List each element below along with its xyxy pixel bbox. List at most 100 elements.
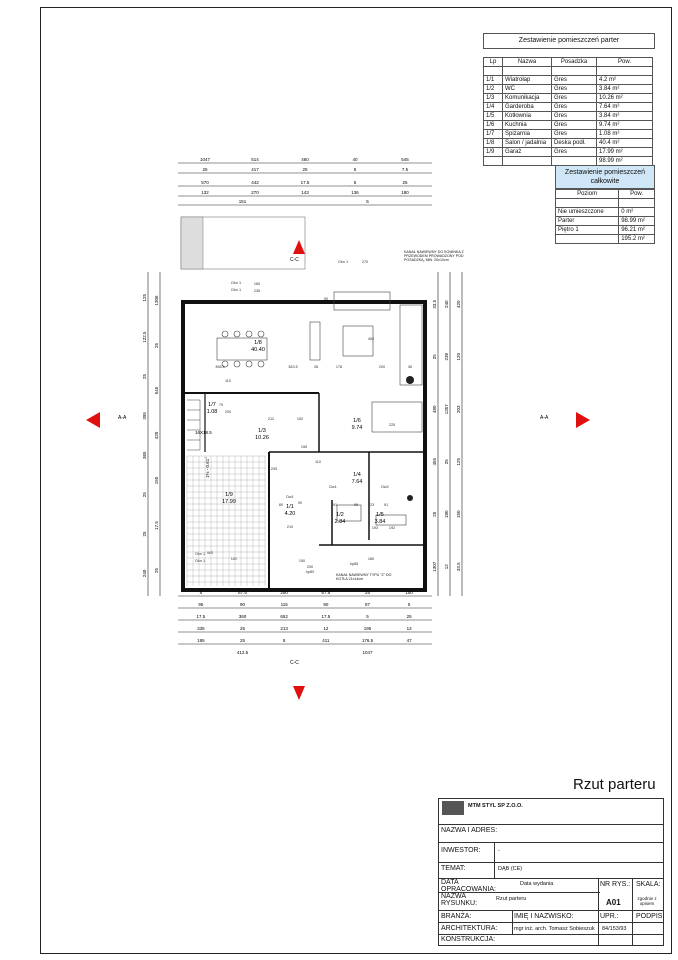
sheet-title: Rzut parteru (573, 776, 656, 793)
plan-annotation: 200 (225, 410, 231, 414)
plan-annotation: 70 (219, 403, 223, 407)
dimension-label: 420 (456, 300, 461, 308)
room-area-label: 17.99 (222, 499, 236, 505)
room-area-label: 9.74 (352, 425, 363, 431)
dimension-label: 545 (154, 386, 159, 394)
plan-annotation: 28 (314, 365, 318, 369)
table-cell (554, 234, 620, 244)
sheet-no-label: NR RYS.: (600, 881, 631, 888)
stairs-label: 16X18.5 (195, 430, 212, 435)
section-marker-a: A-A A-A (86, 412, 590, 428)
company-logo (442, 801, 464, 815)
plan-annotation: Okn 1 (231, 288, 241, 292)
dimension-label: 151 (239, 199, 247, 204)
plan-annotation: 180 (368, 557, 374, 561)
plan-annotation: hp85 (350, 562, 358, 566)
dimension-label: 17.5 (154, 521, 159, 530)
svg-text:A-A: A-A (118, 415, 127, 421)
room-id-label: 1/2 (336, 512, 344, 518)
sheet-frame (40, 7, 672, 954)
dimension-label: 125 (142, 293, 147, 301)
dimension-label: 417 (251, 167, 259, 172)
dimension-label: 95 (198, 602, 204, 607)
plan-annotation: 235 (254, 289, 260, 293)
dimension-label: 25 (407, 614, 413, 619)
dimension-label: 136 (351, 190, 359, 195)
architecture-person: mgr inż. arch. Tomasz Sobieszuk (514, 926, 595, 932)
dimension-label: 1357 (444, 404, 449, 415)
dimension-label: 195 (364, 626, 372, 631)
dimension-label: 67.5 (321, 590, 330, 595)
dimension-label: 25 (444, 459, 449, 465)
room-id-label: 1/1 (286, 504, 294, 510)
dimension-label: 514 (251, 157, 259, 162)
dimension-label: 240 (444, 300, 449, 308)
date-label: DATA OPRACOWANIA: (441, 879, 496, 893)
svg-text:A-A: A-A (540, 415, 549, 421)
dimension-label: 250 (280, 590, 288, 595)
room-table-title: Zestawienie pomieszczeń parter (483, 33, 655, 49)
dimension-label: 203 (456, 405, 461, 413)
plan-annotation: 160 (254, 282, 260, 286)
signature-label: PODPIS: (636, 913, 665, 920)
scale-label: SKALA: (636, 881, 661, 888)
dimension-label: 1307 (432, 561, 437, 572)
company-name: MTM STYL SP Z.O.O. (468, 803, 523, 809)
summary-table-title: Zestawienie pomieszczeń całkowite (555, 165, 655, 189)
plan-annotation: 205 (271, 467, 277, 471)
investor-value: - (498, 848, 500, 854)
dimension-label: 5 (354, 167, 357, 172)
dimension-label: 17.5 (321, 614, 330, 619)
dimensions-right: 33.5254804552513072402381357251801242012… (432, 299, 461, 571)
dimension-label: 5 (408, 602, 411, 607)
walls (181, 300, 427, 592)
dimension-label: 460 (301, 157, 309, 162)
dimension-label: 180 (401, 190, 409, 195)
stairs (187, 399, 201, 451)
section-marker-c: C-C C-C (290, 240, 305, 700)
plan-annotation: 210 (287, 525, 293, 529)
plan-annotation: 23 (370, 503, 374, 507)
dimension-label: 480 (432, 405, 437, 413)
dimension-label: 411 (322, 638, 330, 643)
plan-annotation: WS (207, 551, 214, 555)
plan-annotation: 110 (315, 460, 321, 464)
dimension-label: 25 (240, 638, 246, 643)
dimension-label: 270 (251, 190, 259, 195)
plan-annotation: UG (231, 557, 237, 561)
title-block: MTM STYL SP Z.O.O. NAZWA I ADRES: INWEST… (438, 798, 664, 946)
plan-annotation: 90 (298, 501, 302, 505)
dimension-label: 180 (444, 510, 449, 518)
room-id-label: 1/9 (225, 492, 233, 498)
table-cell: 195.2 m² (618, 234, 655, 244)
dimension-label: 25 (202, 167, 208, 172)
dimension-label: 17.5 (301, 180, 310, 185)
dimension-label: 25 (432, 354, 437, 360)
dimension-label: 25 (402, 180, 408, 185)
dimension-label: 1047 (362, 650, 373, 655)
dimension-label: 67.5 (238, 590, 247, 595)
dimension-label: 25 (432, 511, 437, 517)
dimension-label: 25 (302, 167, 308, 172)
architecture-license: 84/153/93 (602, 926, 627, 932)
dimension-label: 335 (197, 626, 205, 631)
dimension-label: 25 (365, 590, 371, 595)
dimension-label: 150 (405, 590, 413, 595)
svg-text:C-C: C-C (290, 660, 299, 666)
dimension-label: 12 (323, 626, 329, 631)
dimension-label: 87 (365, 602, 371, 607)
room-area-label: 7.64 (352, 479, 363, 485)
dimension-label: 570 (201, 180, 209, 185)
plan-annotation: 80 (279, 503, 283, 507)
room-id-label: 1/7 (208, 402, 216, 408)
dimension-label: 195 (197, 638, 205, 643)
plan-annotation: 36 (408, 365, 412, 369)
dimension-label: 5 (283, 638, 286, 643)
plan-annotation: hp80 (306, 570, 314, 574)
person-label: IMIĘ I NAZWISKO: (514, 913, 574, 920)
dimension-label: 360 (239, 614, 247, 619)
